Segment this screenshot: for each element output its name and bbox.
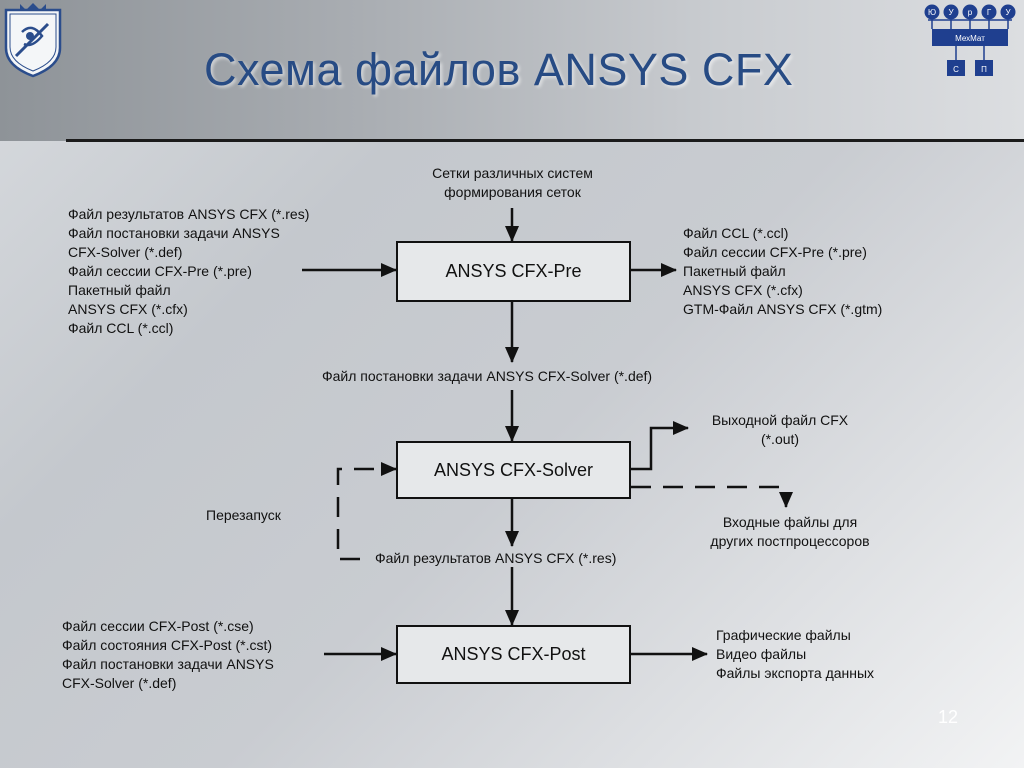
pre-output-item: GTM-Файл ANSYS CFX (*.gtm) [683,301,883,317]
pre-output-item: ANSYS CFX (*.cfx) [683,282,803,298]
logo-letter: У [948,8,954,17]
dashed-solver-to-other-post [631,485,793,508]
pre-output-item: Файл сессии CFX-Pre (*.pre) [683,244,867,260]
pre-input-item: Файл сессии CFX-Pre (*.pre) [68,263,252,279]
header-band [0,0,1024,141]
def-file-label: Файл постановки задачи ANSYS CFX-Solver … [322,368,653,384]
solver-output-line: Выходной файл CFX [711,412,849,428]
res-file-label: Файл результатов ANSYS CFX (*.res) [375,550,617,566]
mesh-input-line: формирования сеток [444,184,581,200]
logo-letter-circle [924,4,940,20]
logo-letter: Ю [928,8,936,17]
pre-output-item: Пакетный файл [683,263,786,279]
logo-letter-p: П [981,65,987,74]
pre-input-item: CFX-Solver (*.def) [68,244,183,260]
logo-letter: У [1005,8,1011,17]
other-postprocessors-line: Входные файлы для [722,514,858,530]
post-input-item: Файл состояния CFX-Post (*.cst) [62,637,273,653]
pre-input-item: Файл CCL (*.ccl) [68,320,174,336]
dashed-restart-loop [336,462,397,561]
pre-input-item: ANSYS CFX (*.cfx) [68,301,188,317]
logo-letter: р [968,8,973,17]
post-input-item: Файл постановки задачи ANSYS [62,656,274,672]
logo-letter-circle [962,4,978,20]
other-postprocessors-line: других постпроцессоров [710,533,870,549]
header-divider [66,139,1024,142]
mesh-input-label: Сетки различных систем формирования сето… [411,164,614,202]
logo-letter-circle [1000,4,1016,20]
node-cfx-post-label: ANSYS CFX-Post [441,644,586,664]
page-title: Схема файлов ANSYS CFX [204,44,794,95]
other-postprocessors-label: Входные файлы для других постпроцессоров [680,513,900,551]
post-inputs-list: Файл сессии CFX-Post (*.cse) Файл состоя… [62,617,274,693]
solver-output-label: Выходной файл CFX (*.out) [690,411,870,449]
university-emblem-icon [4,3,62,78]
pre-input-item: Пакетный файл [68,282,171,298]
logo-letter-circle [943,4,959,20]
pre-output-item: Файл CCL (*.ccl) [683,225,789,241]
pre-inputs-list: Файл результатов ANSYS CFX (*.res) Файл … [68,205,309,338]
post-input-item: CFX-Solver (*.def) [62,675,177,691]
node-cfx-pre-label: ANSYS CFX-Pre [445,261,582,281]
logo-letter-s: С [953,65,959,74]
mesh-input-line: Сетки различных систем [432,165,593,181]
slide-number: 12 [938,707,959,727]
post-output-item: Графические файлы [716,627,851,643]
arrow-solver-to-out [631,421,689,471]
restart-label: Перезапуск [206,507,281,523]
logo-center-label: МехМат [955,34,985,43]
post-output-item: Файлы экспорта данных [716,665,875,681]
pre-outputs-list: Файл CCL (*.ccl) Файл сессии CFX-Pre (*.… [683,224,882,319]
pre-input-item: Файл постановки задачи ANSYS [68,225,280,241]
logo-letter-circle [981,4,997,20]
node-cfx-solver: ANSYS CFX-Solver [396,441,631,499]
node-cfx-pre: ANSYS CFX-Pre [396,241,631,302]
post-outputs-list: Графические файлы Видео файлы Файлы эксп… [716,626,874,683]
post-input-item: Файл сессии CFX-Post (*.cse) [62,618,254,634]
node-cfx-solver-label: ANSYS CFX-Solver [433,459,594,480]
node-cfx-post: ANSYS CFX-Post [396,625,631,684]
post-output-item: Видео файлы [716,646,807,662]
logo-letter: Г [987,8,992,17]
pre-input-item: Файл результатов ANSYS CFX (*.res) [68,206,310,222]
solver-output-line: (*.out) [760,431,800,447]
